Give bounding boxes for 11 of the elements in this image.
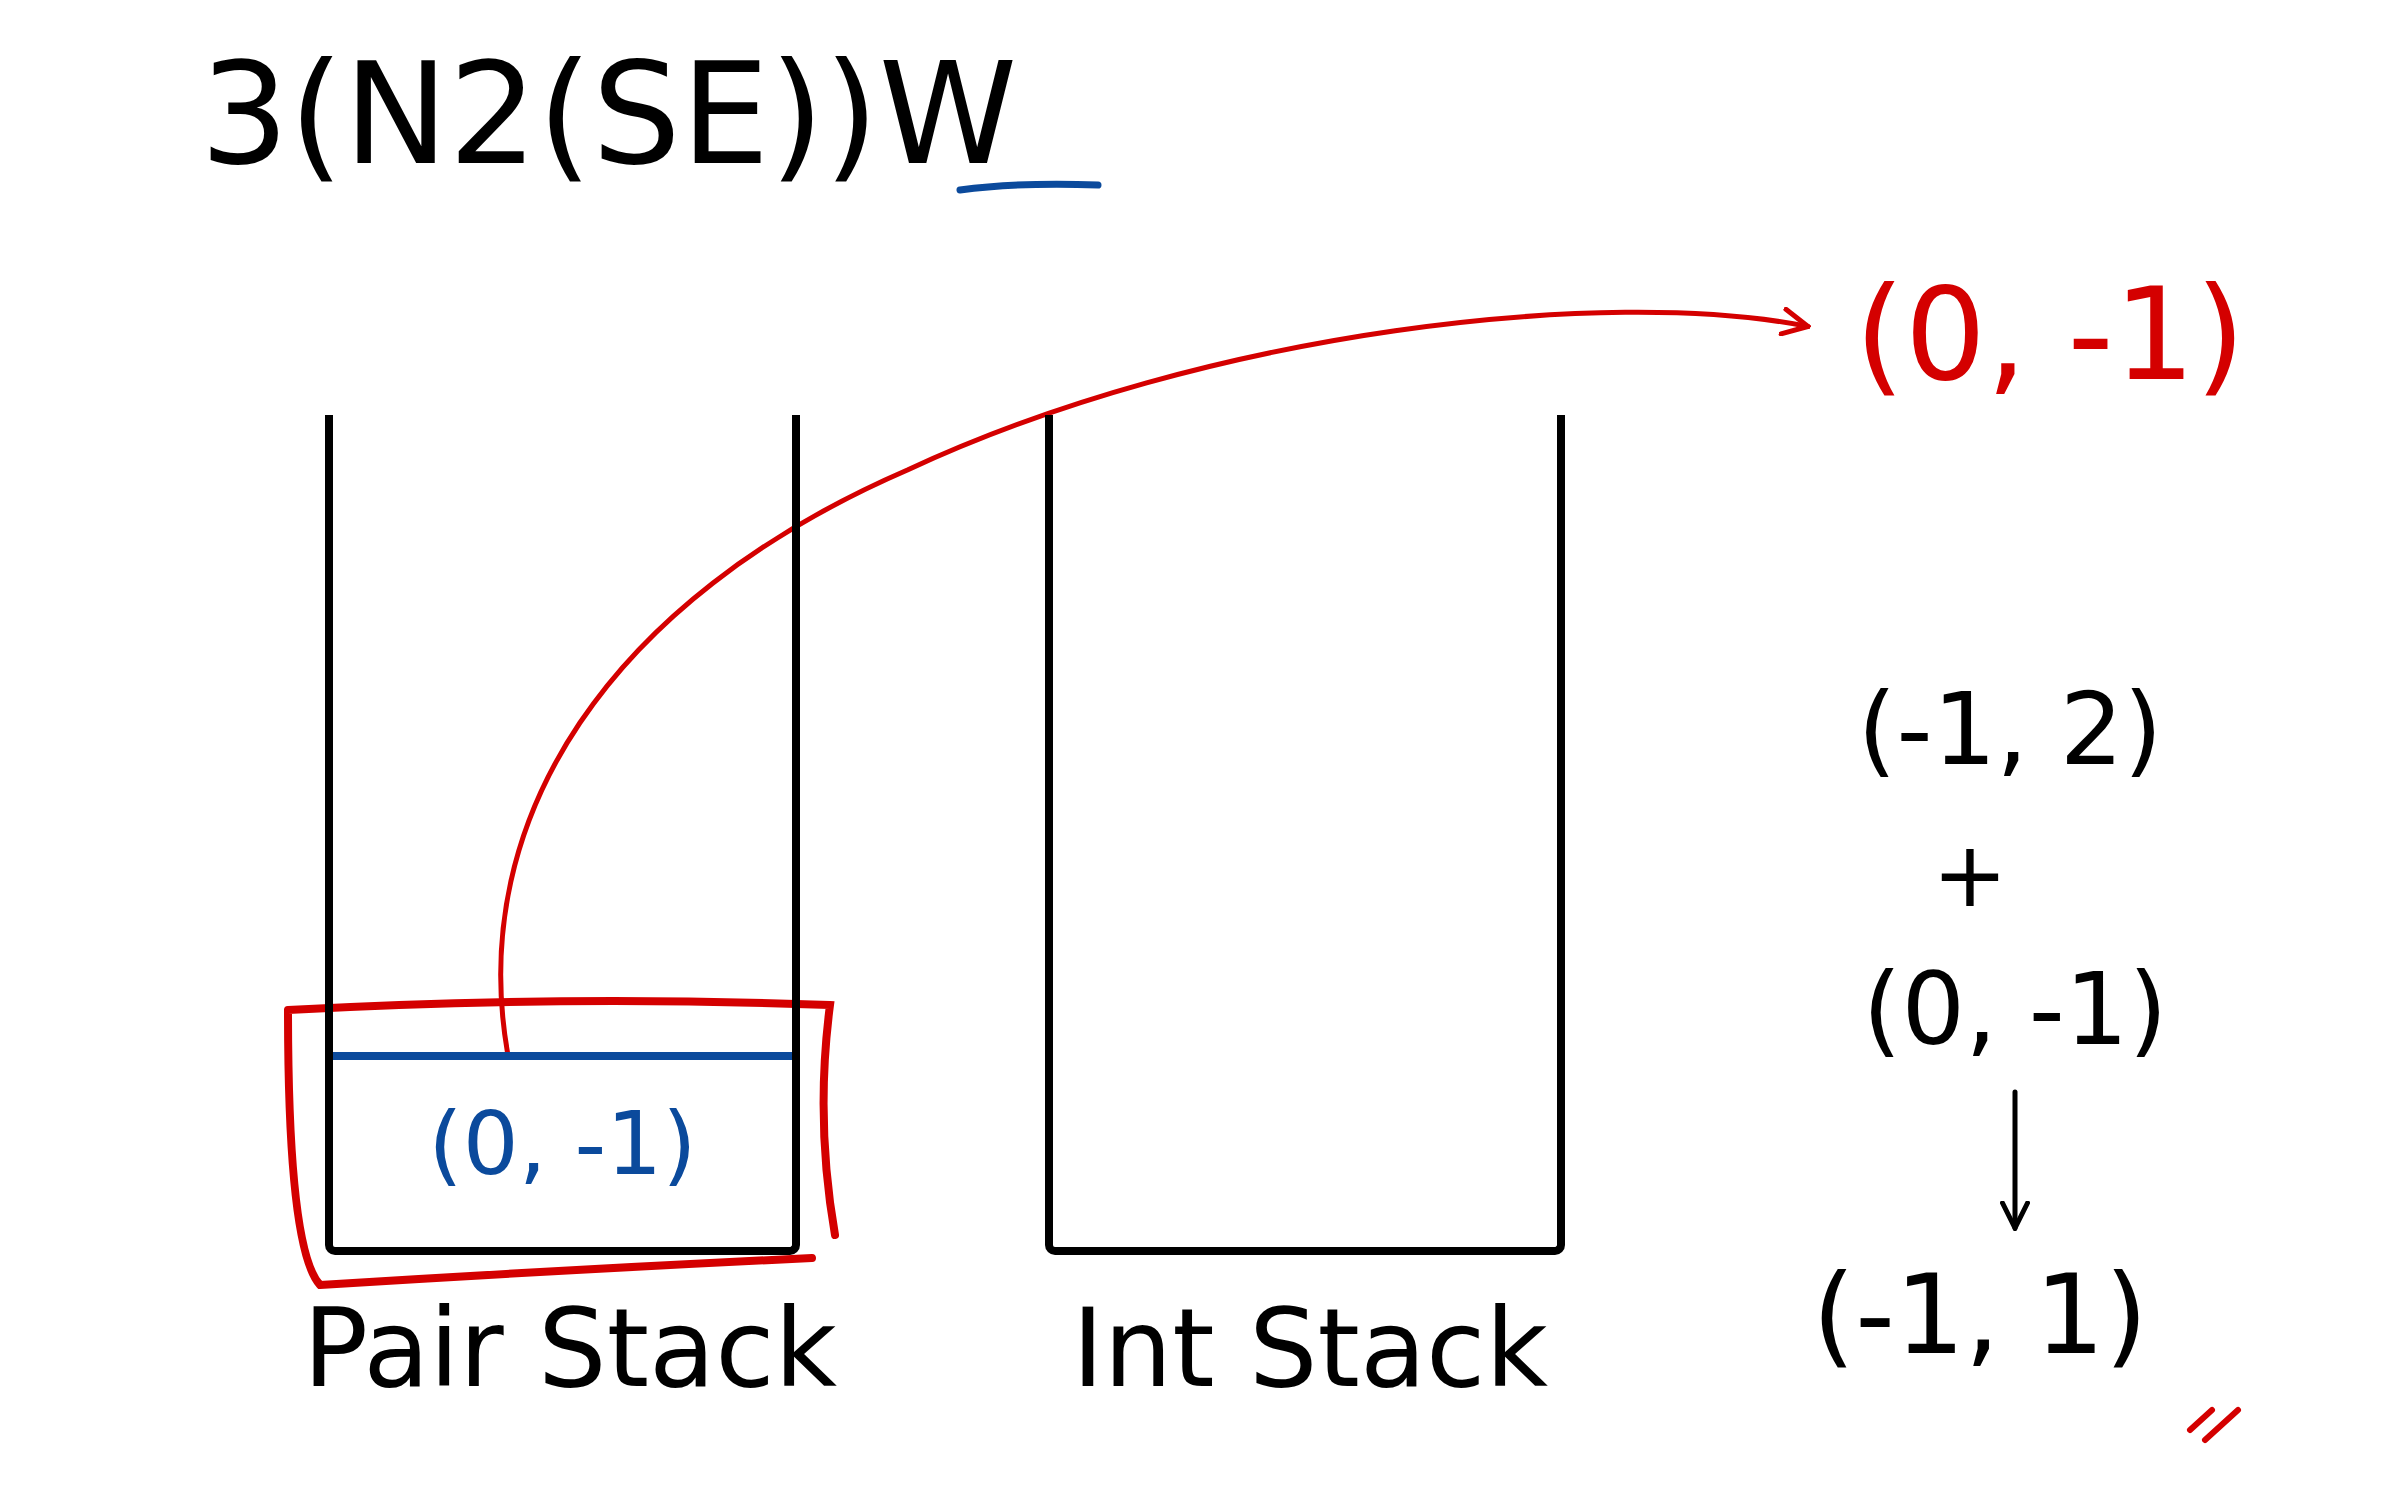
stack-label: Int Stack	[1071, 1295, 1549, 1403]
vector-text: (0, -1)	[1853, 271, 2247, 399]
vector-text: (-1, 1)	[1811, 1260, 2149, 1370]
plus-sign: +	[1931, 830, 2009, 920]
curved-arrow	[498, 307, 1811, 1055]
stack-label: Pair Stack	[301, 1295, 839, 1403]
vector-text: (0, -1)	[1861, 960, 2169, 1060]
down-arrow	[2000, 1089, 2030, 1231]
stack-item-text: (0, -1)	[427, 1100, 698, 1188]
vector-text: (-1, 2)	[1856, 680, 2164, 780]
title-text: 3(N2(SE))W	[200, 45, 1018, 185]
